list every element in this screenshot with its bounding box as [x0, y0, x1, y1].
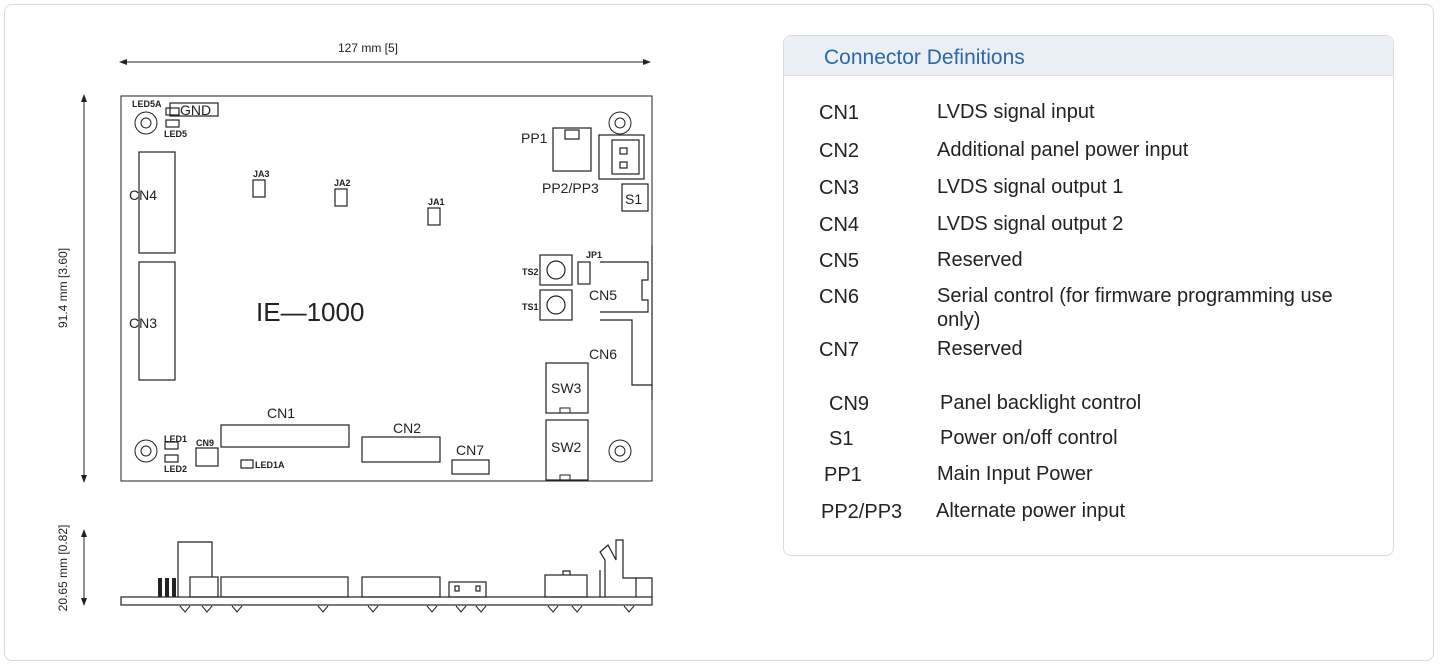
- panel-title: Connector Definitions: [784, 36, 1393, 76]
- connector-description: Main Input Power: [937, 463, 1093, 485]
- jp1-label: JP1: [586, 250, 602, 260]
- led2-label: LED2: [164, 464, 187, 474]
- cn9-connector: [195, 447, 219, 467]
- cn4-connector: [138, 151, 176, 254]
- board-diagram-svg: 127 mm [5] 91.4 mm [3.60] 20.65 mm [0.82…: [56, 41, 653, 613]
- width-dimension: 127 mm [5]: [119, 41, 651, 65]
- connector-code: PP1: [824, 464, 862, 486]
- ja2-jumper: [334, 188, 348, 207]
- connector-description: Power on/off control: [940, 427, 1118, 449]
- ja3-label: JA3: [253, 169, 270, 179]
- connector-description: Reserved: [937, 249, 1023, 271]
- connector-description: Panel backlight control: [940, 392, 1142, 414]
- cn2-label: CN2: [393, 420, 421, 436]
- ts1-button: [539, 289, 573, 321]
- pp2pp3-label: PP2/PP3: [542, 180, 599, 196]
- side-view-pins: [179, 605, 635, 613]
- connector-code: CN9: [829, 393, 870, 415]
- pp1-key: [564, 129, 580, 140]
- connector-code: CN1: [819, 102, 860, 124]
- connector-code: CN5: [819, 250, 860, 272]
- gnd-pad: [169, 102, 219, 117]
- connector-description: Additional panel power input: [937, 139, 1189, 161]
- jp1-jumper: [577, 261, 591, 285]
- connector-code: CN3: [819, 177, 860, 199]
- gnd-label: GND: [180, 102, 211, 118]
- led5-label: LED5: [164, 129, 187, 139]
- height-dimension: 91.4 mm [3.60]: [56, 94, 87, 483]
- led5a-label: LED5A: [132, 99, 162, 109]
- ja1-label: JA1: [428, 197, 445, 207]
- height-dimension-label: 91.4 mm [3.60]: [56, 248, 70, 328]
- cn6-label: CN6: [589, 346, 617, 362]
- ja1-jumper: [427, 207, 441, 226]
- cn5-label: CN5: [589, 287, 617, 303]
- ts1-label: TS1: [522, 302, 539, 312]
- connector-code: CN2: [819, 140, 860, 162]
- connector-definitions-panel: Connector Definitions CN1 LVDS signal inp…: [783, 35, 1394, 556]
- ts2-button: [539, 254, 573, 286]
- pp1-connector: [552, 127, 592, 172]
- sw3-switch: [545, 362, 589, 414]
- thickness-dimension-label: 20.65 mm [0.82]: [56, 525, 70, 612]
- connector-code: S1: [829, 428, 854, 450]
- thickness-dimension: 20.65 mm [0.82]: [56, 525, 87, 612]
- side-view: [120, 539, 653, 606]
- board-name-label: IE—1000: [256, 297, 364, 327]
- cn5-cn6-edge-connectors: [600, 245, 653, 400]
- sw3-label: SW3: [551, 380, 582, 396]
- connector-description: Reserved: [937, 338, 1023, 360]
- led1a-label: LED1A: [255, 460, 285, 470]
- connector-description: LVDS signal input: [937, 101, 1095, 123]
- connector-description: LVDS signal output 1: [937, 176, 1124, 198]
- cn3-connector: [138, 261, 176, 381]
- pp1-label: PP1: [521, 130, 548, 146]
- ts2-label: TS2: [522, 267, 539, 277]
- connector-description: Serial control (for firmware programming…: [937, 285, 1333, 331]
- cn3-label: CN3: [129, 315, 157, 331]
- ja3-jumper: [252, 179, 266, 198]
- cn9-label: CN9: [196, 438, 214, 448]
- cn2-connector: [361, 436, 441, 463]
- s1-switch: [621, 183, 649, 212]
- cn1-label: CN1: [267, 405, 295, 421]
- connector-description: LVDS signal output 2: [937, 213, 1124, 235]
- connector-code: CN6: [819, 286, 860, 308]
- board-drawing: 127 mm [5] 91.4 mm [3.60] 20.65 mm [0.82…: [56, 41, 653, 613]
- led1-label: LED1: [164, 434, 187, 444]
- sw2-switch: [545, 419, 589, 481]
- connector-code: PP2/PP3: [821, 501, 903, 523]
- sw2-label: SW2: [551, 439, 582, 455]
- width-dimension-label: 127 mm [5]: [338, 41, 398, 55]
- connector-code: CN7: [819, 339, 860, 361]
- cn7-connector: [451, 459, 490, 475]
- s1-label: S1: [625, 191, 642, 207]
- cn7-label: CN7: [456, 442, 484, 458]
- cn1-connector: [220, 424, 350, 448]
- ja2-label: JA2: [334, 178, 351, 188]
- connector-description: Alternate power input: [936, 500, 1126, 522]
- connector-code: CN4: [819, 214, 860, 236]
- content-frame: [4, 4, 1434, 661]
- board-outline: [120, 95, 653, 482]
- pp2pp3-connector: [598, 134, 645, 180]
- cn4-label: CN4: [129, 187, 157, 203]
